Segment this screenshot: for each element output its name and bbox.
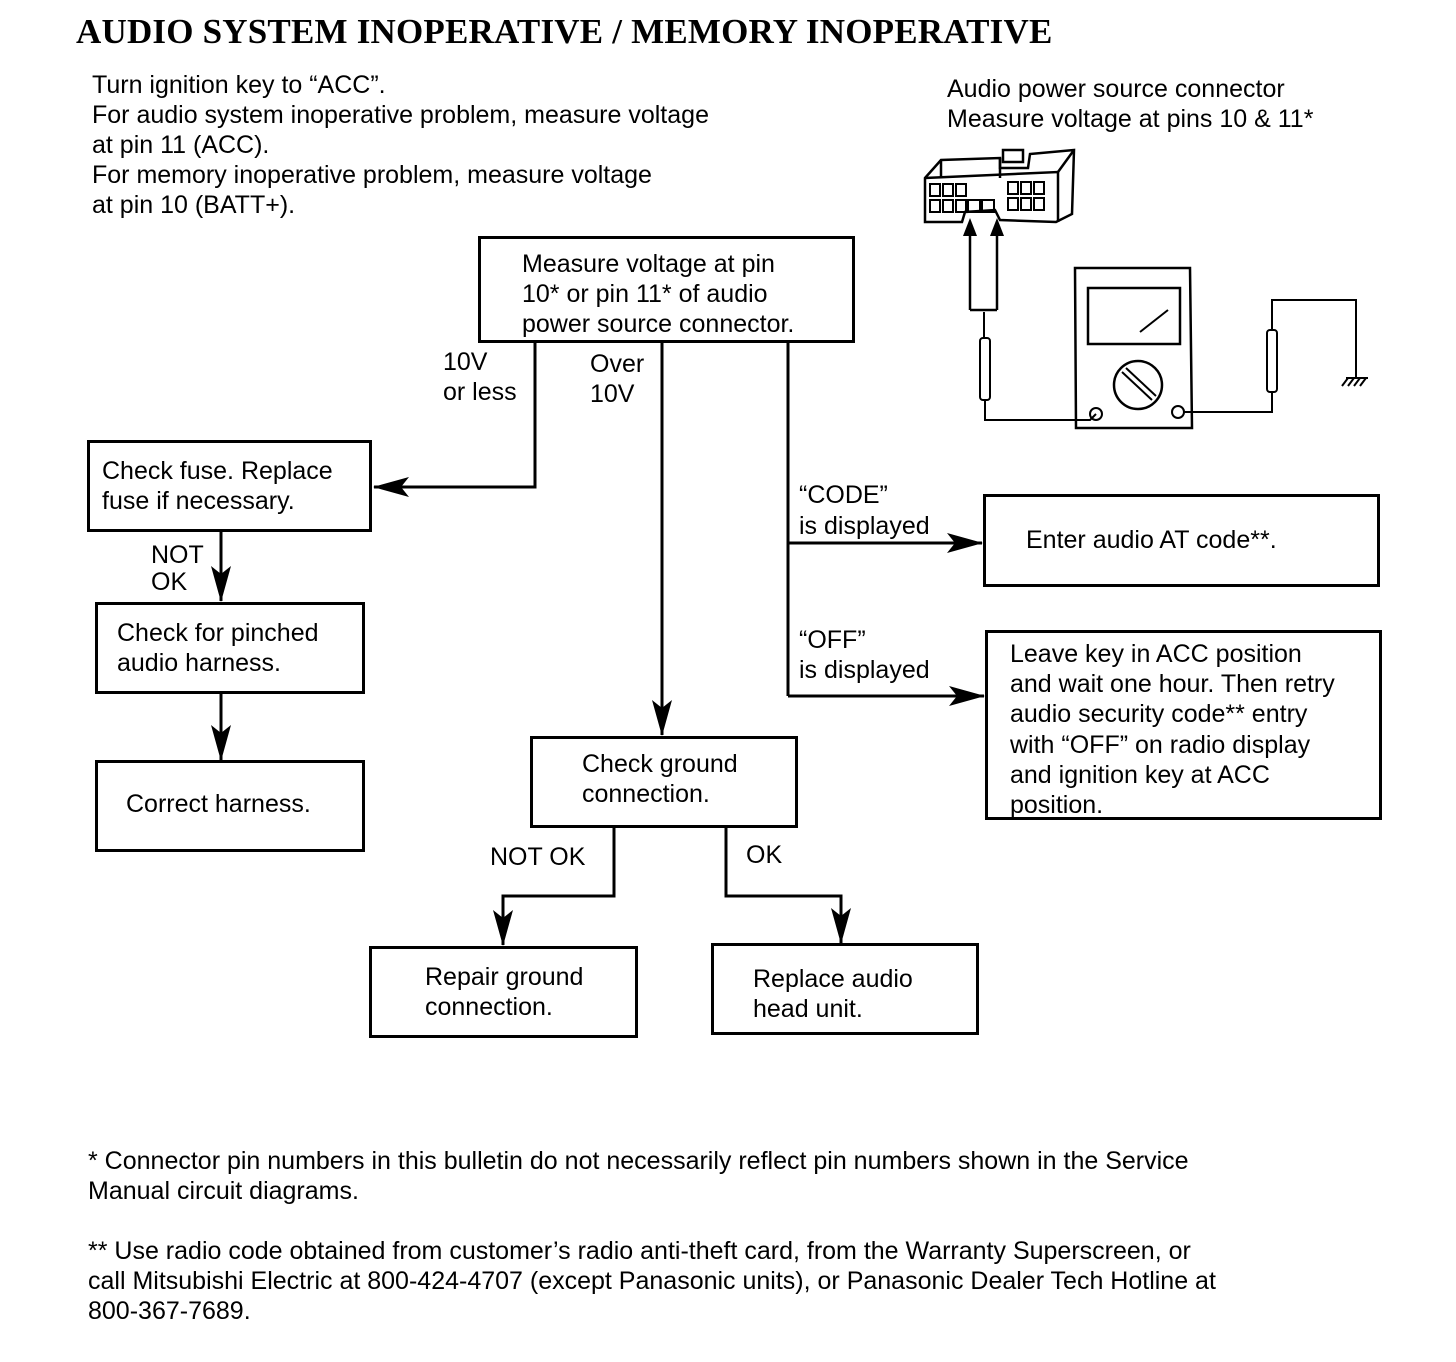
box-check-fuse: Check fuse. Replace fuse if necessary. xyxy=(87,440,372,532)
box-text: connection. xyxy=(425,993,553,1021)
footnote-line: ** Use radio code obtained from customer… xyxy=(88,1237,1191,1265)
box-leave-key-acc: Leave key in ACC position and wait one h… xyxy=(985,630,1382,820)
intro-line: at pin 10 (BATT+). xyxy=(92,191,296,219)
intro-line: For audio system inoperative problem, me… xyxy=(92,101,709,129)
box-check-pinched-harness: Check for pinched audio harness. xyxy=(95,602,365,694)
label-code-displayed: “CODE” xyxy=(799,481,888,509)
label-ground-ok: OK xyxy=(746,841,783,869)
arrow-ground-ok xyxy=(724,828,851,944)
box-text: and ignition key at ACC xyxy=(1010,761,1270,789)
footnote-line: * Connector pin numbers in this bulletin… xyxy=(88,1147,1189,1175)
box-text: Check for pinched xyxy=(117,619,319,647)
box-text: connection. xyxy=(582,780,710,808)
box-text: head unit. xyxy=(753,995,863,1023)
connector-illustration xyxy=(923,148,1076,224)
page-title: AUDIO SYSTEM INOPERATIVE / MEMORY INOPER… xyxy=(76,12,1053,51)
caption-line: Audio power source connector xyxy=(947,75,1285,103)
label-ten-or-less: 10V xyxy=(443,348,488,376)
label-over-ten: 10V xyxy=(590,380,635,408)
intro-line: Turn ignition key to “ACC”. xyxy=(92,71,386,99)
voltmeter-illustration xyxy=(979,266,1368,430)
label-over-ten: Over xyxy=(590,350,645,378)
footnote-line: 800-367-7689. xyxy=(88,1297,251,1325)
label-off-displayed: “OFF” xyxy=(799,626,866,654)
box-text: and wait one hour. Then retry xyxy=(1010,670,1335,698)
caption-line: Measure voltage at pins 10 & 11* xyxy=(947,105,1314,133)
box-text: Correct harness. xyxy=(126,790,311,818)
label-ten-or-less: or less xyxy=(443,378,517,406)
box-text: 10* or pin 11* of audio xyxy=(522,280,768,308)
arrow-ground-not-ok xyxy=(493,828,616,946)
footnote-line: call Mitsubishi Electric at 800-424-4707… xyxy=(88,1267,1216,1295)
footnote-line: Manual circuit diagrams. xyxy=(88,1177,359,1205)
box-correct-harness: Correct harness. xyxy=(95,760,365,852)
box-text: Check fuse. Replace xyxy=(102,457,333,485)
box-text: position. xyxy=(1010,791,1104,819)
intro-line: at pin 11 (ACC). xyxy=(92,131,270,159)
label-code-displayed: is displayed xyxy=(799,512,930,540)
box-text: Enter audio AT code**. xyxy=(1026,526,1277,554)
box-text: audio security code** entry xyxy=(1010,700,1308,728)
box-text: fuse if necessary. xyxy=(102,487,295,515)
box-check-ground: Check ground connection. xyxy=(530,736,798,828)
label-fuse-not-ok: OK xyxy=(151,568,188,596)
box-text: power source connector. xyxy=(522,310,795,338)
box-replace-head-unit: Replace audio head unit. xyxy=(711,943,979,1035)
box-text: audio harness. xyxy=(117,649,282,677)
box-repair-ground: Repair ground connection. xyxy=(369,946,638,1038)
box-text: Repair ground xyxy=(425,963,584,991)
probe-leads xyxy=(968,222,999,312)
label-ground-not-ok: NOT OK xyxy=(490,843,586,871)
box-text: Leave key in ACC position xyxy=(1010,640,1302,668)
box-enter-code: Enter audio AT code**. xyxy=(983,494,1380,587)
arrow-ten-or-less xyxy=(373,343,537,497)
label-fuse-not-ok: NOT xyxy=(151,541,204,569)
intro-line: For memory inoperative problem, measure … xyxy=(92,161,652,189)
box-measure-voltage: Measure voltage at pin 10* or pin 11* of… xyxy=(478,236,855,343)
box-text: Measure voltage at pin xyxy=(522,250,775,278)
box-text: with “OFF” on radio display xyxy=(1010,731,1311,759)
label-off-displayed: is displayed xyxy=(799,656,930,684)
box-text: Replace audio xyxy=(753,965,913,993)
box-text: Check ground xyxy=(582,750,738,778)
